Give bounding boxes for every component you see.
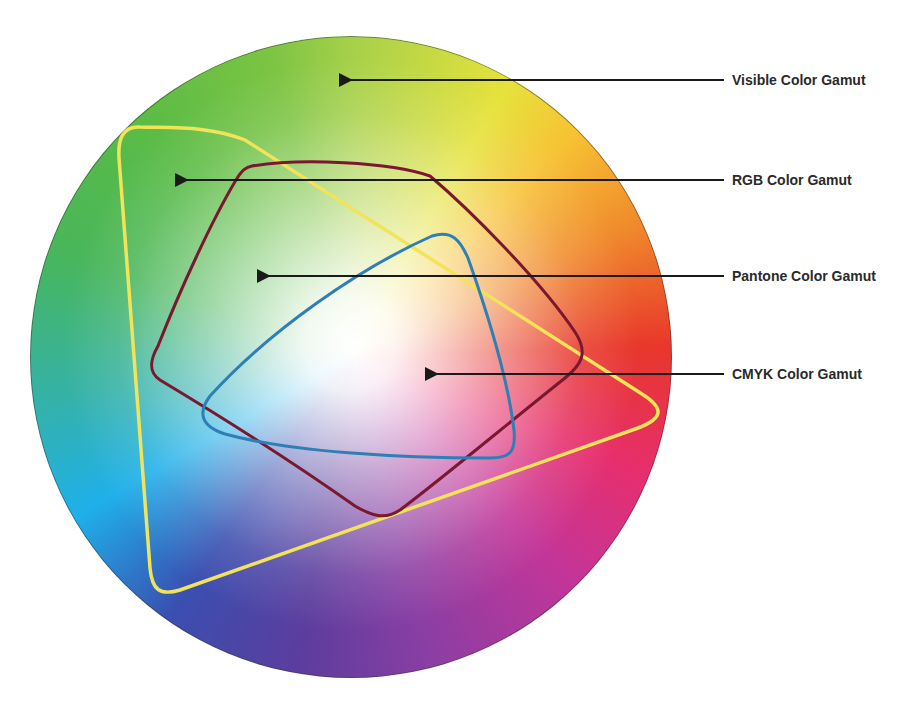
leader-line	[436, 373, 724, 375]
gamut-label: CMYK Color Gamut	[732, 366, 862, 382]
cmyk-gamut-outline	[203, 234, 514, 458]
gamut-label: RGB Color Gamut	[732, 172, 852, 188]
leader-line	[186, 179, 724, 181]
visible-gamut-outline	[119, 127, 658, 592]
gamut-label: Visible Color Gamut	[732, 72, 866, 88]
gamut-label: Pantone Color Gamut	[732, 268, 876, 284]
leader-line	[268, 275, 724, 277]
leader-line	[350, 79, 724, 81]
rgb-gamut-outline	[152, 162, 583, 516]
